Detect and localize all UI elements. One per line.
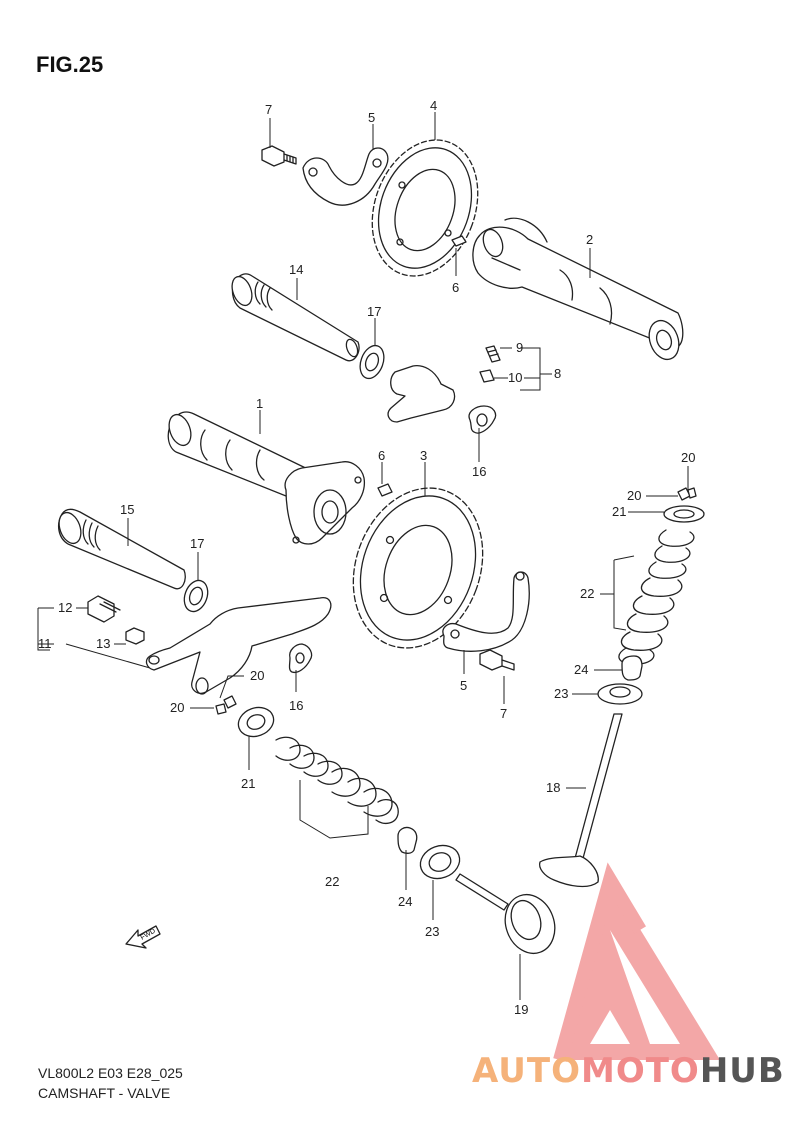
part-21-retainer-right — [663, 505, 705, 523]
fwd-arrow-icon: FWD — [125, 925, 161, 949]
callout-15: 15 — [120, 502, 134, 517]
callout-23: 23 — [425, 924, 439, 939]
part-15-shaft-low — [57, 508, 186, 590]
callout-22: 22 — [325, 874, 339, 889]
callout-24: 24 — [574, 662, 588, 677]
callout-7: 7 — [265, 102, 272, 117]
callout-17: 17 — [190, 536, 204, 551]
part-23-seat-right — [597, 683, 643, 705]
part-18-valve-right — [538, 713, 623, 888]
part-6-pin-mid — [377, 483, 393, 497]
part-21-retainer-low — [237, 706, 275, 738]
callout-8: 8 — [554, 366, 561, 381]
callout-6: 6 — [452, 280, 459, 295]
part-11-rocker-low — [87, 595, 332, 695]
part-3-sprocket-mid — [352, 487, 484, 649]
part-6-pin-top — [451, 235, 467, 247]
part-4-sprocket-top — [371, 139, 479, 277]
callout-3: 3 — [420, 448, 427, 463]
part-5-guide-top — [302, 147, 389, 206]
callout-11: 11 — [38, 636, 52, 651]
part-24-seal-right — [621, 655, 643, 681]
part-22-springs-right — [618, 529, 695, 665]
part-23-seat-low — [419, 844, 461, 880]
figure-caption: CAMSHAFT - VALVE — [38, 1085, 170, 1101]
callout-23: 23 — [554, 686, 568, 701]
part-1-camshaft-mid — [167, 411, 366, 545]
callout-20: 20 — [627, 488, 641, 503]
callout-7: 7 — [500, 706, 507, 721]
callout-14: 14 — [289, 262, 303, 277]
part-24-seal-low — [397, 826, 418, 854]
part-20-cotters-right — [677, 487, 697, 501]
figure-code: VL800L2 E03 E28_025 — [38, 1065, 183, 1081]
watermark-text: AUTOMOTOHUB — [472, 1051, 785, 1091]
callout-20: 20 — [250, 668, 264, 683]
callout-1: 1 — [256, 396, 263, 411]
callout-4: 4 — [430, 98, 437, 113]
callout-12: 12 — [58, 600, 72, 615]
figure-title: FIG.25 — [36, 52, 103, 77]
callout-20: 20 — [681, 450, 695, 465]
callout-20: 20 — [170, 700, 184, 715]
callout-24: 24 — [398, 894, 412, 909]
part-22-springs-low — [275, 736, 399, 825]
callout-16: 16 — [289, 698, 303, 713]
callout-5: 5 — [460, 678, 467, 693]
part-5-guide-mid — [442, 571, 530, 652]
part-16-gasket-top — [468, 405, 497, 434]
callout-21: 21 — [612, 504, 626, 519]
leader-lines — [37, 112, 689, 1000]
callout-17: 17 — [367, 304, 381, 319]
callout-22: 22 — [580, 586, 594, 601]
part-8-rocker-top — [387, 345, 501, 423]
callout-19: 19 — [514, 1002, 528, 1017]
callout-10: 10 — [508, 370, 522, 385]
callout-6: 6 — [378, 448, 385, 463]
callout-9: 9 — [516, 340, 523, 355]
part-2-camshaft-top — [472, 217, 684, 361]
callout-18: 18 — [546, 780, 560, 795]
callout-5: 5 — [368, 110, 375, 125]
callout-labels: 7 5 4 2 6 14 17 9 10 8 16 1 6 3 20 20 21… — [38, 98, 695, 1017]
callout-21: 21 — [241, 776, 255, 791]
watermark-logo — [553, 862, 720, 1062]
part-17-washer-low — [183, 579, 209, 613]
callout-2: 2 — [586, 232, 593, 247]
callout-16: 16 — [472, 464, 486, 479]
part-14-shaft-top — [231, 273, 360, 362]
part-19-valve-low — [455, 873, 556, 955]
part-7-bolt-mid — [479, 649, 515, 671]
callout-13: 13 — [96, 636, 110, 651]
part-17-washer-top — [359, 344, 385, 380]
part-7-bolt-top — [261, 145, 297, 167]
part-20-cotters-low — [215, 695, 237, 715]
part-16-gasket-low — [288, 643, 313, 674]
